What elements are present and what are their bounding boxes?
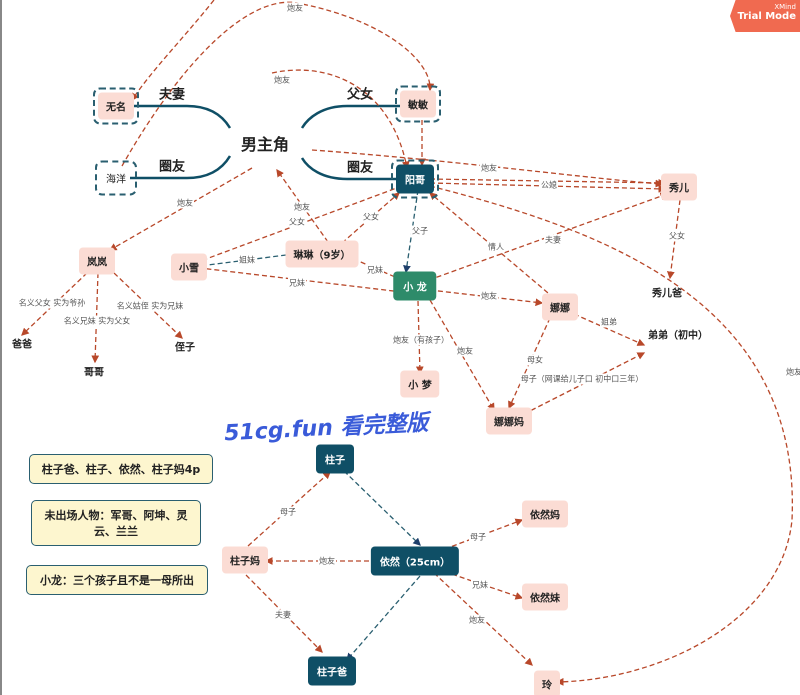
edge-label: 母子 <box>469 531 487 543</box>
node-ling[interactable]: 玲 <box>534 670 560 695</box>
note-4p[interactable]: 柱子爸、柱子、依然、柱子妈4p <box>29 454 213 484</box>
edge-label: 母子（网课给儿子口 初中口三年） <box>519 373 645 385</box>
edge-label: 兄妹 <box>288 277 306 289</box>
edge-label: 名义姑侄 实为兄妹 <box>115 300 185 312</box>
edge-label: 母子 <box>279 506 297 518</box>
note-xiaolong[interactable]: 小龙：三个孩子且不是一母所出 <box>26 565 208 595</box>
edge-label: 炮友 <box>286 2 304 14</box>
node-xiaolong[interactable]: 小 龙 <box>393 271 437 301</box>
branch-father-daughter <box>300 104 402 129</box>
node-yiranma[interactable]: 依然妈 <box>522 500 568 528</box>
branch-label-circle-left: 圈友 <box>158 159 186 175</box>
edge-label: 炮友 <box>273 74 291 86</box>
edge-label: 父女 <box>362 211 380 223</box>
node-haiyang[interactable]: 海洋 <box>95 160 137 196</box>
badge-brand: XMind <box>774 3 796 11</box>
branch-circle-left <box>130 155 232 180</box>
node-yiran[interactable]: 依然（25cm） <box>370 546 460 576</box>
node-yiranmei[interactable]: 依然妹 <box>522 583 568 611</box>
node-wuming[interactable]: 无名 <box>93 87 139 125</box>
branch-label-father-daughter: 父女 <box>346 87 374 103</box>
node-yangge[interactable]: 阳哥 <box>391 159 439 199</box>
node-label: 海洋 <box>106 174 126 186</box>
node-label: 敏敏 <box>400 90 436 118</box>
edge-label: 炮友 <box>176 197 194 209</box>
node-xiaoxue[interactable]: 小雪 <box>171 253 207 281</box>
edge-label: 炮友 <box>480 290 498 302</box>
edge-label: 名义父女 实为爷孙 <box>17 297 87 309</box>
edge-label: 父女 <box>668 230 686 242</box>
edge-label: 炮友 <box>785 366 800 378</box>
node-zhuzi[interactable]: 柱子 <box>316 444 354 474</box>
edge-label: 夫妻 <box>274 609 292 621</box>
node-label: 阳哥 <box>396 164 434 194</box>
edge-label: 父女 <box>288 216 306 228</box>
branch-wife <box>130 104 232 129</box>
edge-label: 兄妹 <box>471 579 489 591</box>
node-baba[interactable]: 爸爸 <box>12 339 32 351</box>
node-didi[interactable]: 弟弟（初中） <box>648 330 708 342</box>
edge-label: 公媳 <box>540 179 558 191</box>
edge-label: 姐妹 <box>238 254 256 266</box>
node-zhuziba[interactable]: 柱子爸 <box>308 656 356 686</box>
node-gege[interactable]: 哥哥 <box>84 367 104 379</box>
node-lanlan[interactable]: 岚岚 <box>79 247 115 275</box>
edge-label: 夫妻 <box>544 234 562 246</box>
node-xiuer[interactable]: 秀儿 <box>661 173 697 201</box>
edge-label: 炮友 <box>480 162 498 174</box>
edge-label: 名义兄妹 实为父女 <box>62 315 132 327</box>
badge-mode: Trial Mode <box>737 11 796 22</box>
node-xiaomeng[interactable]: 小 梦 <box>400 370 440 398</box>
node-zhuzima[interactable]: 柱子妈 <box>222 546 268 574</box>
branch-label-circle-right: 圈友 <box>346 160 374 176</box>
edge-label: 炮友（有孩子） <box>392 334 450 346</box>
xmind-trial-badge[interactable]: XMind Trial Mode <box>730 0 800 32</box>
edge-label: 炮友 <box>468 614 486 626</box>
edge-label: 炮友 <box>318 555 336 567</box>
branch-circle-right <box>300 157 399 181</box>
node-zhizi[interactable]: 侄子 <box>175 342 195 354</box>
note-unseen-characters[interactable]: 未出场人物：军哥、阿坤、灵云、兰兰 <box>31 500 201 546</box>
node-linlin[interactable]: 琳琳（9岁） <box>285 240 359 268</box>
edge-label: 姐弟 <box>600 316 618 328</box>
edge-label: 父子 <box>411 225 429 237</box>
central-topic[interactable]: 男主角 <box>240 135 290 154</box>
edge-label: 炮友 <box>456 345 474 357</box>
edge-label: 母女 <box>526 354 544 366</box>
edge-label: 炮友 <box>293 201 311 213</box>
node-label: 无名 <box>98 92 134 120</box>
node-nanama[interactable]: 娜娜妈 <box>486 407 532 435</box>
branch-label-wife: 夫妻 <box>158 87 186 103</box>
edge-label: 情人 <box>487 241 505 253</box>
node-xiuerba[interactable]: 秀儿爸 <box>652 288 682 300</box>
node-minmin[interactable]: 敏敏 <box>395 85 441 123</box>
edge-label: 兄妹 <box>366 264 384 276</box>
node-nana[interactable]: 娜娜 <box>542 293 578 321</box>
